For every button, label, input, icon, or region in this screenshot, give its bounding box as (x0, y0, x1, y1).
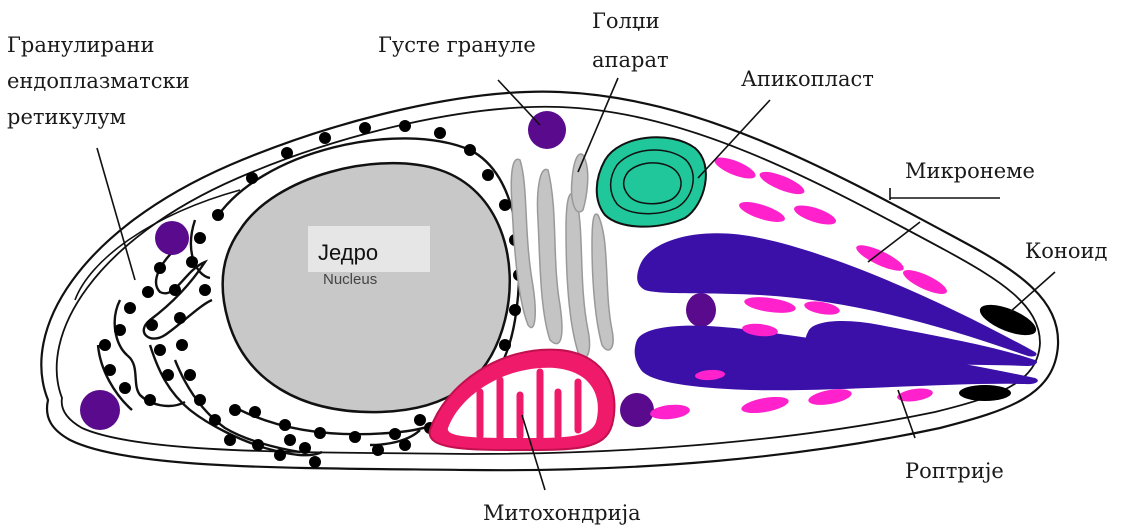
label-mitochondrion: Митохондрија (483, 501, 641, 525)
label-rhoptries: Роптрије (905, 459, 1004, 483)
label-golgi-line1: Голџи (592, 9, 660, 33)
label-micronemes: Микронеме (905, 159, 1035, 183)
label-granular-er-line3: ретикулум (7, 105, 126, 129)
nucleus-original-label: Nucleus (323, 271, 377, 288)
label-golgi-line2: апарат (592, 48, 669, 72)
apicoplast (597, 137, 706, 226)
label-granular-er-line1: Гранулирани (7, 33, 155, 57)
nucleus-label: Једро (318, 240, 378, 265)
label-dense-granules: Густе грануле (378, 33, 536, 57)
label-granular-er-line2: ендоплазматски (7, 69, 190, 93)
label-apicoplast: Апикопласт (741, 67, 874, 91)
label-conoid: Коноид (1025, 239, 1108, 263)
